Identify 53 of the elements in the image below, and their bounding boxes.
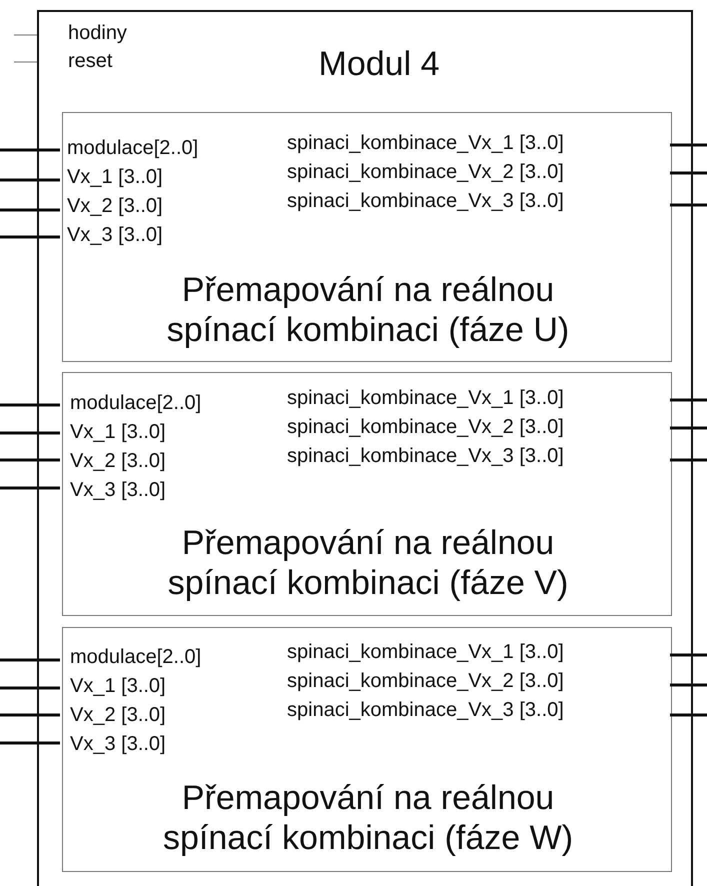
pin-line bbox=[670, 398, 707, 402]
signal-name: spinaci_kombinace_Vx_2 [3..0] bbox=[287, 161, 564, 183]
signal-name: spinaci_kombinace_Vx_3 [3..0] bbox=[287, 190, 564, 212]
pin-line bbox=[0, 208, 60, 212]
pin-line bbox=[670, 204, 707, 206]
pin-line bbox=[14, 34, 38, 36]
pin-line bbox=[670, 172, 707, 174]
signal-name: Vx_2 [3..0] bbox=[67, 195, 163, 217]
signal-name: hodiny bbox=[68, 22, 127, 44]
pin-line bbox=[0, 432, 60, 434]
signal-name: spinaci_kombinace_Vx_2 [3..0] bbox=[287, 416, 564, 438]
pin-line bbox=[670, 144, 707, 146]
signal-name: Vx_1 [3..0] bbox=[70, 675, 166, 697]
signal-name: Vx_1 [3..0] bbox=[70, 421, 166, 443]
block-title: Přemapování na reálnou spínací kombinaci (fáze V) bbox=[166, 523, 570, 603]
pin-line bbox=[670, 684, 707, 686]
signal-name: Vx_3 [3..0] bbox=[67, 224, 163, 246]
block-title: Přemapování na reálnou spínací kombinaci (fáze U) bbox=[166, 270, 570, 350]
signal-name: spinaci_kombinace_Vx_2 [3..0] bbox=[287, 670, 564, 692]
signal-name: reset bbox=[68, 50, 112, 72]
signal-name: modulace[2..0] bbox=[70, 646, 202, 668]
signal-name: modulace[2..0] bbox=[67, 137, 198, 159]
signal-name: spinaci_kombinace_Vx_3 [3..0] bbox=[287, 699, 564, 721]
pin-line bbox=[0, 486, 60, 490]
block-box bbox=[62, 372, 672, 616]
signal-name: Vx_2 [3..0] bbox=[70, 450, 166, 472]
signal-name: Vx_1 [3..0] bbox=[67, 166, 163, 188]
signal-name: spinaci_kombinace_Vx_3 [3..0] bbox=[287, 445, 564, 467]
signal-name: modulace[2..0] bbox=[70, 392, 202, 414]
pin-line bbox=[0, 658, 60, 662]
pin-line bbox=[0, 148, 60, 152]
block-title: Modul 4 bbox=[318, 44, 440, 84]
pin-line bbox=[670, 654, 707, 656]
signal-name: Vx_3 [3..0] bbox=[70, 479, 166, 501]
pin-line bbox=[0, 714, 60, 716]
block-box bbox=[62, 627, 672, 872]
pin-line bbox=[0, 178, 60, 182]
pin-line bbox=[0, 404, 60, 406]
pin-line bbox=[670, 426, 707, 430]
pin-line bbox=[670, 714, 707, 716]
signal-name: spinaci_kombinace_Vx_1 [3..0] bbox=[287, 132, 564, 154]
pin-line bbox=[0, 742, 60, 744]
signal-name: Vx_3 [3..0] bbox=[70, 733, 166, 755]
signal-name: Vx_2 [3..0] bbox=[70, 704, 166, 726]
pin-line bbox=[670, 458, 707, 462]
block-box bbox=[62, 112, 672, 362]
pin-line bbox=[0, 236, 60, 238]
module-box bbox=[37, 10, 693, 886]
pin-line bbox=[0, 458, 60, 462]
block-title: Přemapování na reálnou spínací kombinaci (fáze W) bbox=[162, 778, 574, 858]
signal-name: spinaci_kombinace_Vx_1 [3..0] bbox=[287, 641, 564, 663]
signal-name: spinaci_kombinace_Vx_1 [3..0] bbox=[287, 387, 564, 409]
pin-line bbox=[0, 686, 60, 690]
